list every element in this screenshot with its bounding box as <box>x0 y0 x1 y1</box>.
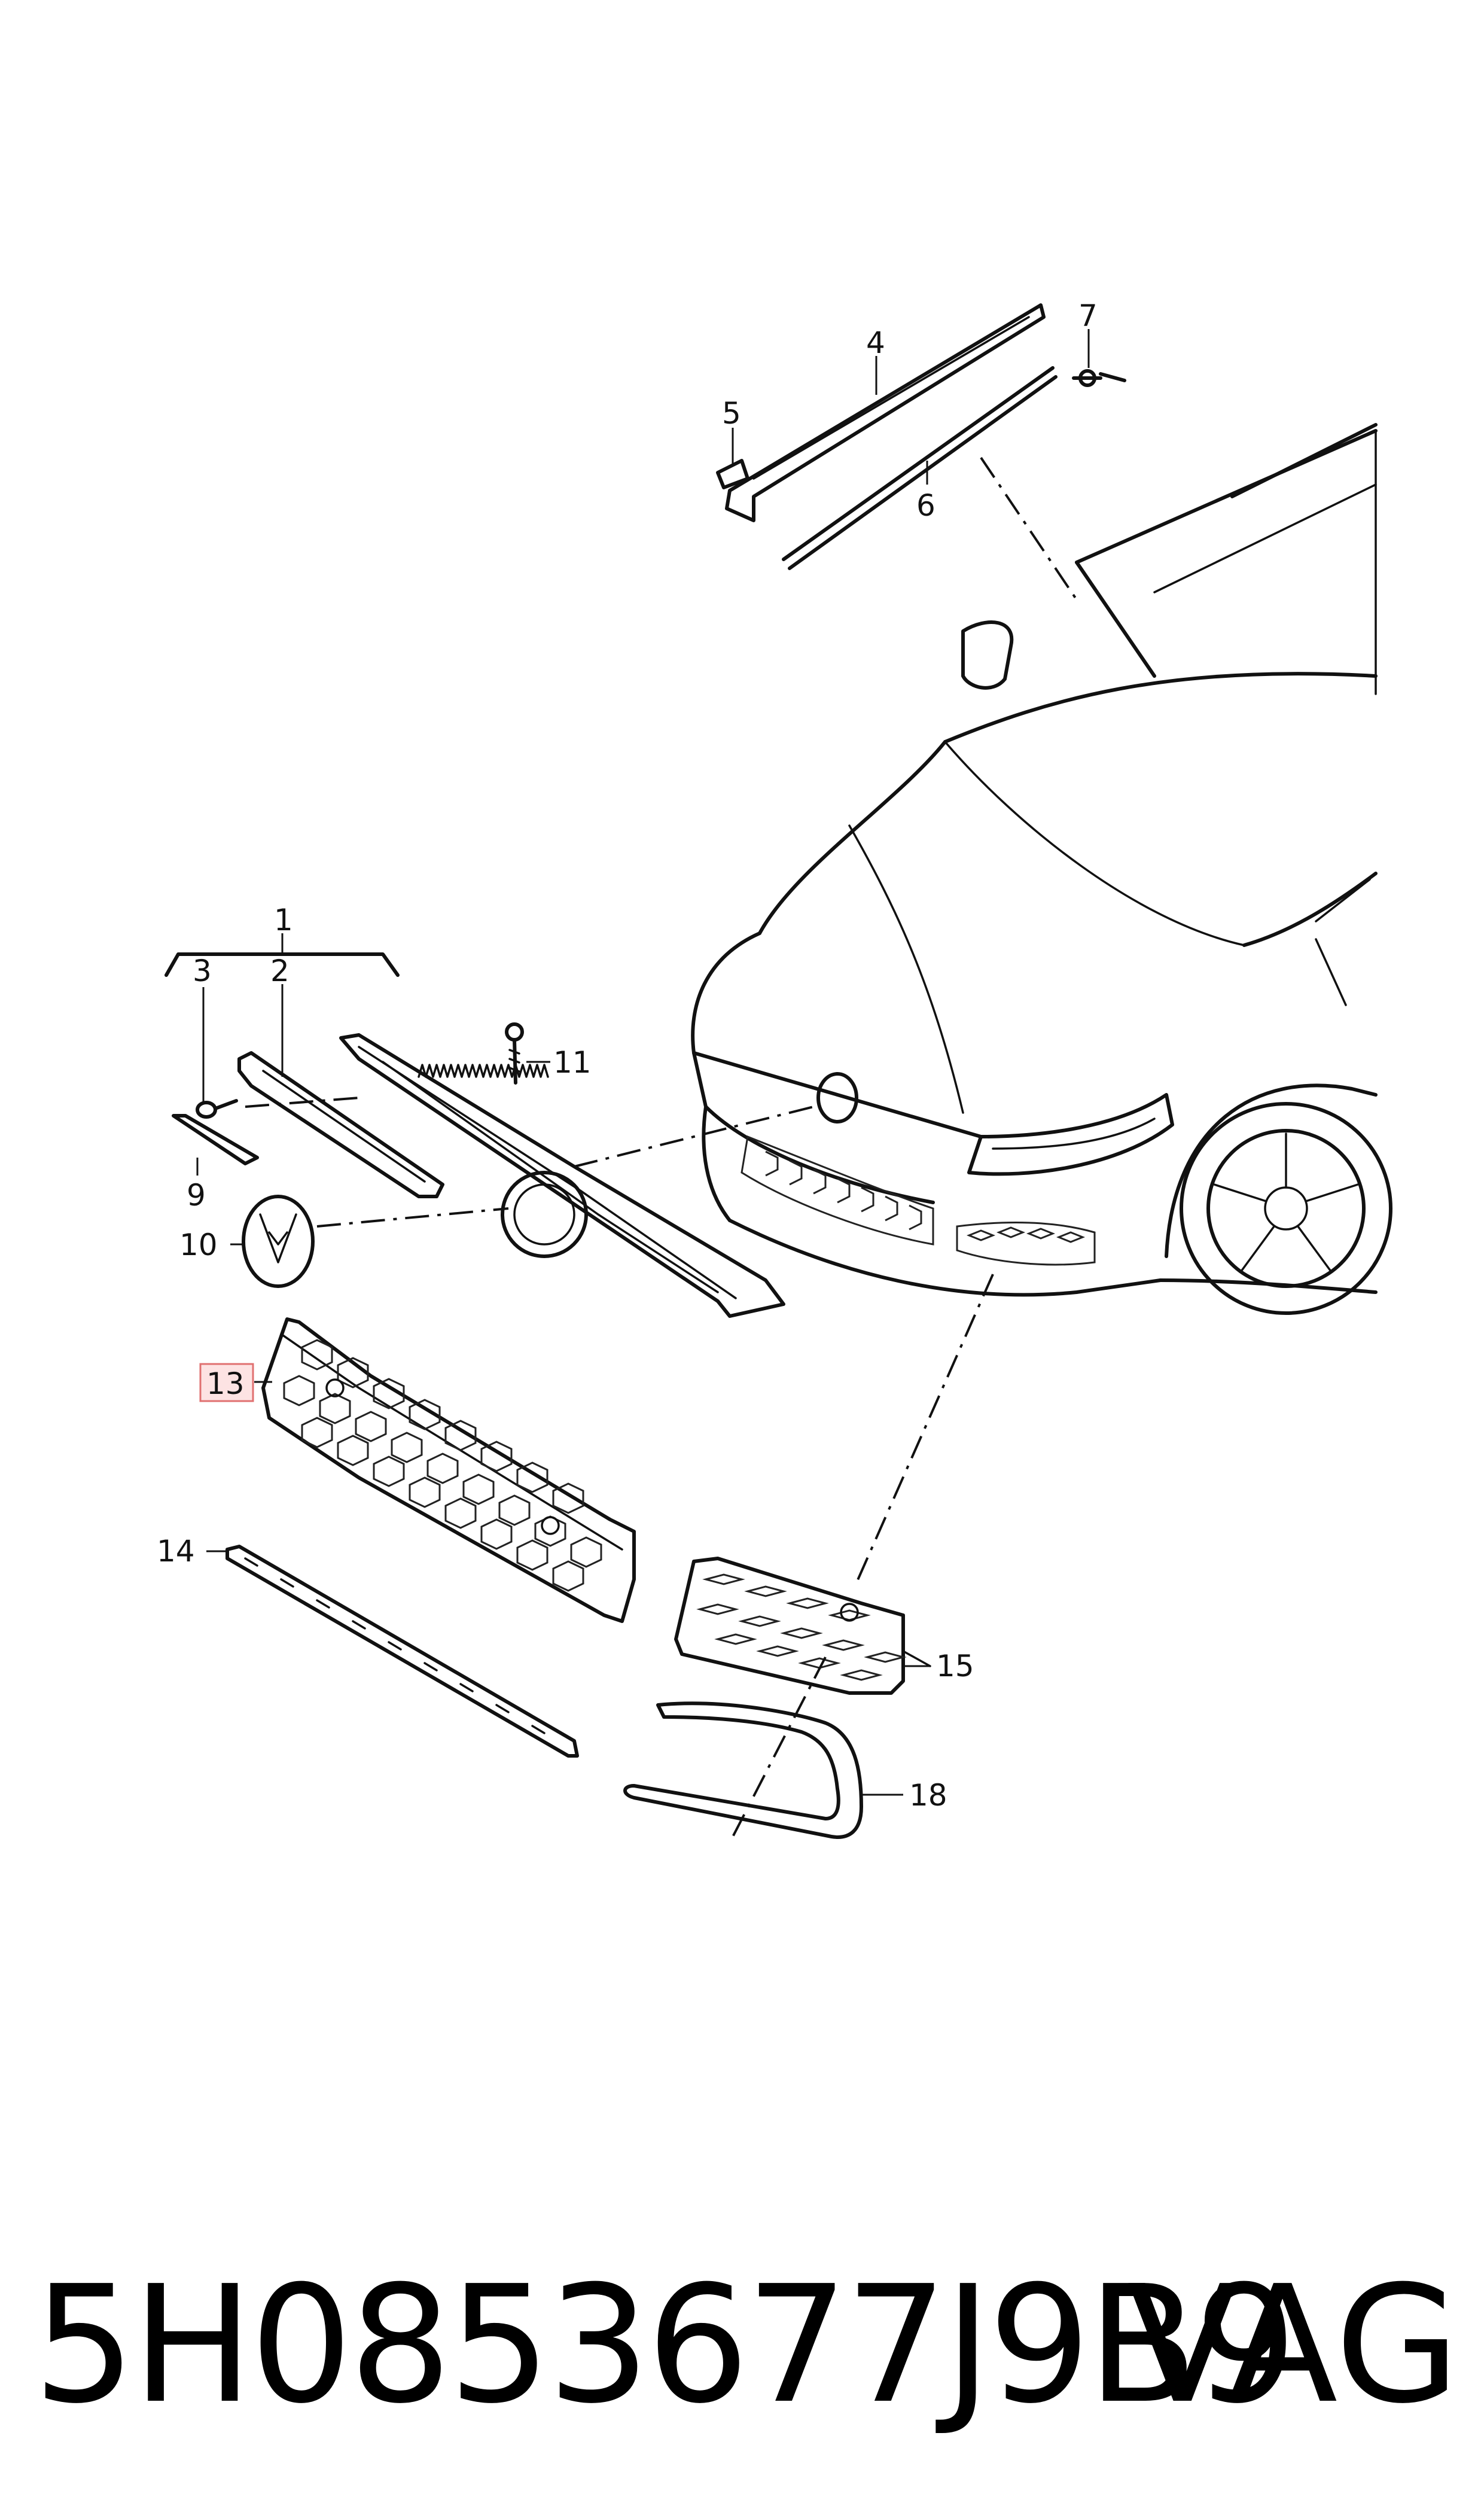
callout-5: 5 <box>722 396 741 431</box>
callout-7: 7 <box>1078 299 1098 333</box>
callout-13: 13 <box>206 1366 245 1401</box>
part-number: 5H0853677J9B9 <box>33 2251 1297 2439</box>
callout-14: 14 <box>157 1534 195 1569</box>
car-front-illustration <box>691 423 1392 1315</box>
locator-line-grille <box>574 1106 814 1168</box>
callout-1: 1 <box>274 903 293 937</box>
locator-line-roof <box>980 456 1081 605</box>
callout-10: 10 <box>179 1228 218 1262</box>
fog-light-grille-15 <box>674 1274 994 1695</box>
callout-18: 18 <box>909 1778 947 1813</box>
fog-grille-mesh <box>696 1573 907 1681</box>
locator-line-fog <box>854 1274 994 1586</box>
callout-6: 6 <box>916 488 936 523</box>
callout-9: 9 <box>187 1178 206 1213</box>
callout-13-highlight <box>199 1363 254 1402</box>
trim-strip-14 <box>206 1545 579 1758</box>
callout-labels: 1 2 3 4 5 6 7 9 10 11 13 14 15 18 <box>157 299 1098 1813</box>
vw-emblem <box>242 1195 315 1288</box>
upper-grille-assembly <box>164 933 814 1318</box>
roof-trim-assembly <box>716 303 1126 605</box>
exploded-parts-diagram: 1 2 3 4 5 6 7 9 10 11 13 14 15 18 <box>157 299 1392 1843</box>
callout-4: 4 <box>866 325 885 360</box>
fog-light-trim-18 <box>623 1657 903 1843</box>
locator-line-trim <box>729 1657 827 1843</box>
lower-grille-13 <box>254 1317 636 1623</box>
lower-grille-mesh <box>283 1339 602 1592</box>
brand-label: VAG <box>1127 2251 1460 2439</box>
locator-line-emblem <box>316 1207 509 1228</box>
callout-11: 11 <box>553 1045 592 1080</box>
footer: 5H0853677J9B9 VAG <box>0 2249 1484 2441</box>
callout-3: 3 <box>193 954 212 988</box>
callout-15: 15 <box>936 1649 974 1683</box>
callout-2: 2 <box>270 954 290 988</box>
bracket-1 <box>164 952 400 977</box>
car-lower-grille-mesh <box>765 1150 922 1231</box>
